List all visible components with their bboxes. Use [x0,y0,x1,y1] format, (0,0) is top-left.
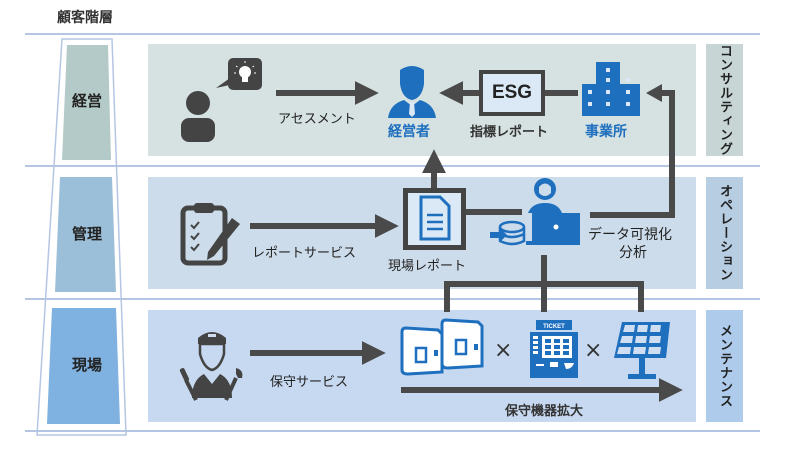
equipment-expansion-label: 保守機器拡大 [505,404,584,419]
level-label-management: 経営 [71,92,102,110]
arrowhead-to-office [646,84,662,102]
maintenance-worker-icon [179,332,243,401]
hierarchy-title: 顧客階層 [57,10,113,26]
visualization-label-1: データ可視化 [588,227,672,243]
service-consulting-label: コンサルティング [717,44,732,156]
executive-icon [388,66,436,118]
service-maintenance: メンテナンス [706,310,743,422]
service-operation-label: オペレーション [717,184,732,282]
consultant-idea-icon [181,58,262,142]
ticket-text: TICKET [543,324,565,330]
divider-1 [25,165,760,167]
divider-bottom [25,430,760,432]
line-visualization-to-office [590,90,675,218]
assessment-label: アセスメント [278,112,356,127]
line-equipment-branch [444,281,644,312]
solar-panel-icon [614,322,670,379]
service-consulting: コンサルティング [706,44,743,156]
level-block-field [47,308,120,424]
ticket-gate-icon [400,318,484,376]
document-icon [419,195,451,241]
visualization-label-2: 分析 [619,245,647,261]
ticket-machine-icon: TICKET [530,320,578,378]
report-service-label: レポートサービス [252,246,357,261]
multiply-sign-1: × [494,338,513,363]
data-analyst-icon [490,178,580,246]
level-label-administration: 管理 [71,225,102,243]
level-block-administration [55,177,116,292]
office-label: 事業所 [585,124,627,140]
clipboard-pen-icon [180,203,240,266]
hierarchy-pyramid [36,38,127,436]
divider-2 [25,298,760,300]
service-maintenance-label: メンテナンス [717,324,732,408]
multiply-sign-2: × [584,338,603,363]
executive-label: 経営者 [388,124,430,140]
esg-report-box: ESG [479,70,545,116]
site-report-label: 現場レポート [388,259,467,274]
level-label-field: 現場 [71,356,102,374]
esg-report-label: 指標レポート [470,125,549,140]
divider-top [25,33,760,35]
level-block-management [62,45,111,160]
service-operation: オペレーション [706,177,743,289]
maintenance-service-label: 保守サービス [270,375,349,390]
office-building-icon [582,62,640,116]
